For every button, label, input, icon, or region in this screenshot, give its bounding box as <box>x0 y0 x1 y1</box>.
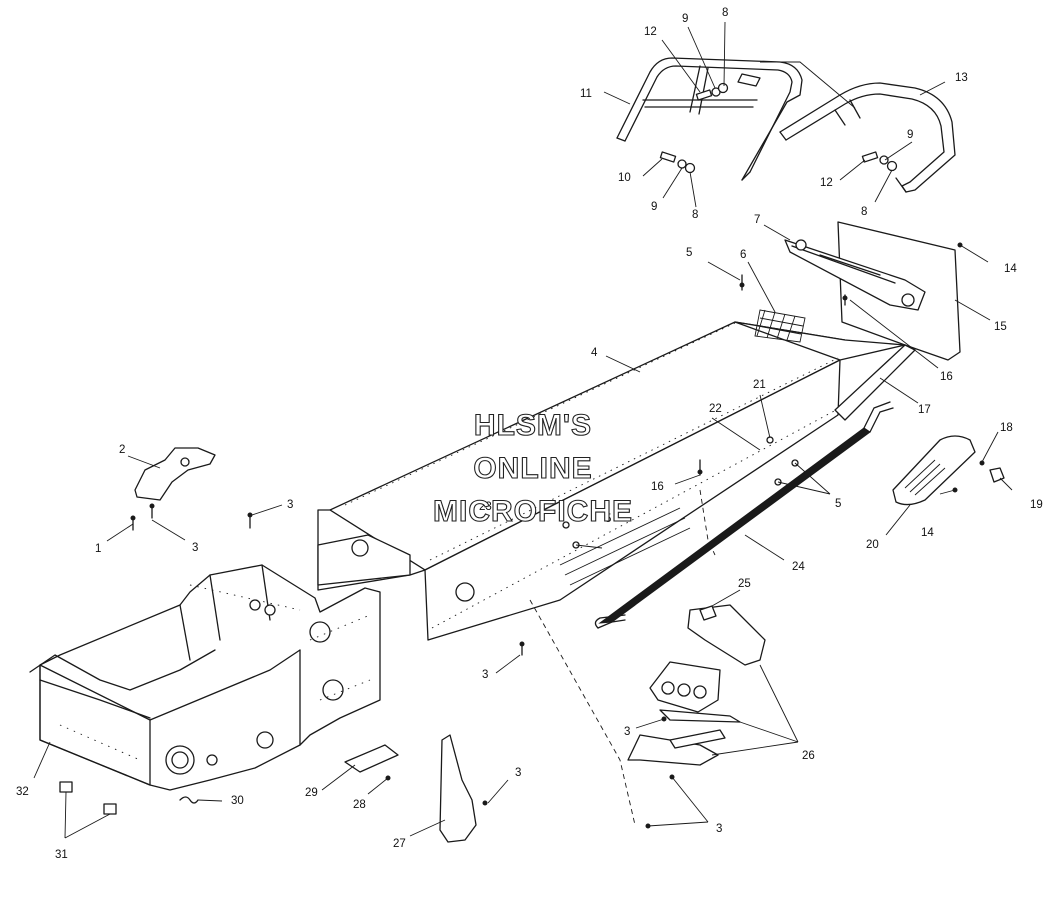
mount-brackets <box>627 604 766 766</box>
callout-4: 4 <box>591 347 598 359</box>
callout-14: 14 <box>921 527 934 539</box>
watermark-line-2: ONLINE <box>473 452 592 485</box>
callout-2: 2 <box>119 444 125 456</box>
tunnel <box>317 309 916 641</box>
callout-16: 16 <box>940 371 953 383</box>
callout-21: 21 <box>753 379 766 391</box>
callout-3: 3 <box>287 499 293 511</box>
watermark-line-3: MICROFICHE <box>433 495 633 528</box>
callout-8: 8 <box>861 206 867 218</box>
heat-exchanger <box>594 401 894 629</box>
watermark-line-1: HLSM'S <box>474 409 592 442</box>
clip <box>179 796 199 804</box>
callout-3: 3 <box>624 726 630 738</box>
callout-28: 28 <box>353 799 366 811</box>
callout-1: 1 <box>95 543 101 555</box>
front-nuts <box>59 781 117 815</box>
callout-15: 15 <box>994 321 1007 333</box>
callout-23: 23 <box>479 501 492 513</box>
callout-9: 9 <box>651 201 657 213</box>
callout-7: 7 <box>754 214 760 226</box>
callout-29: 29 <box>305 787 318 799</box>
foot-rest-plate <box>892 435 1005 506</box>
callout-10: 10 <box>618 172 631 184</box>
callout-17: 17 <box>918 404 931 416</box>
callout-3: 3 <box>515 767 521 779</box>
callout-11: 11 <box>580 88 592 100</box>
callout-3: 3 <box>192 542 198 554</box>
callout-27: 27 <box>393 838 406 850</box>
callout-16: 16 <box>651 481 664 493</box>
callout-3: 3 <box>716 823 722 835</box>
callout-32: 32 <box>16 786 29 798</box>
bracket <box>134 447 216 501</box>
callout-14: 14 <box>1004 263 1017 275</box>
callout-18: 18 <box>1000 422 1013 434</box>
angle-plate <box>344 744 399 773</box>
callout-8: 8 <box>692 209 698 221</box>
callout-24: 24 <box>792 561 805 573</box>
watermark: HLSM'S ONLINE MICROFICHE <box>432 408 633 528</box>
leader-lines <box>33 21 1013 839</box>
callout-9: 9 <box>682 13 688 25</box>
callout-3: 3 <box>482 669 488 681</box>
callout-13: 13 <box>955 72 968 84</box>
callout-8: 8 <box>722 7 728 19</box>
callout-26: 26 <box>802 750 815 762</box>
front-chassis <box>29 564 381 791</box>
tunnel-cooling-vents <box>559 507 691 586</box>
callout-5: 5 <box>835 498 841 510</box>
mesh-patch <box>754 309 806 343</box>
handle-hardware <box>659 82 898 174</box>
callout-5: 5 <box>686 247 692 259</box>
rear-panel <box>784 221 961 361</box>
callout-31: 31 <box>55 849 68 861</box>
callout-30: 30 <box>231 795 244 807</box>
steering-bracket <box>439 734 477 843</box>
callout-20: 20 <box>866 539 879 551</box>
rear-bumper <box>779 82 956 193</box>
callout-12: 12 <box>644 26 657 38</box>
callout-9: 9 <box>907 129 913 141</box>
callout-numbers: 1 2 3 3 3 3 3 3 4 5 5 5 6 7 8 8 8 9 9 9 … <box>16 7 1043 861</box>
callout-12: 12 <box>820 177 833 189</box>
callout-5: 5 <box>605 513 611 525</box>
callout-6: 6 <box>740 249 746 261</box>
callout-25: 25 <box>738 578 751 590</box>
callout-22: 22 <box>709 403 722 415</box>
callout-19: 19 <box>1030 499 1043 511</box>
